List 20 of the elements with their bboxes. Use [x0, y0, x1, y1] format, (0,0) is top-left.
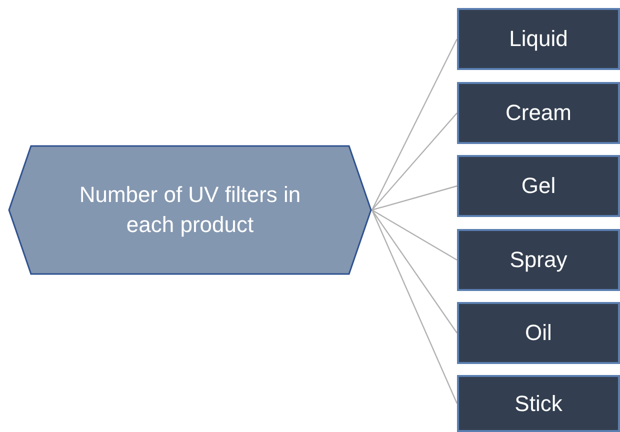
connector-line: [372, 112, 458, 210]
connector-line: [371, 210, 458, 404]
category-box: [457, 375, 620, 432]
node-label: Oil: [525, 319, 552, 348]
category-box: [457, 82, 620, 144]
node-label: Liquid: [509, 25, 568, 54]
node-label: Stick: [514, 390, 562, 418]
category-box: [457, 229, 620, 291]
node-label: Cream: [505, 99, 572, 128]
connector-line: [371, 38, 458, 210]
connector-line: [372, 209, 458, 261]
connector-line: [372, 185, 458, 211]
node-label: Number of UV filters in each product: [78, 181, 302, 239]
node-label: Spray: [510, 246, 568, 274]
connector-line: [372, 210, 458, 334]
hexagon-shape: [8, 145, 372, 275]
category-box: [457, 155, 620, 217]
category-box: [457, 302, 620, 364]
node-label: Gel: [521, 172, 556, 200]
category-box: [457, 8, 620, 70]
